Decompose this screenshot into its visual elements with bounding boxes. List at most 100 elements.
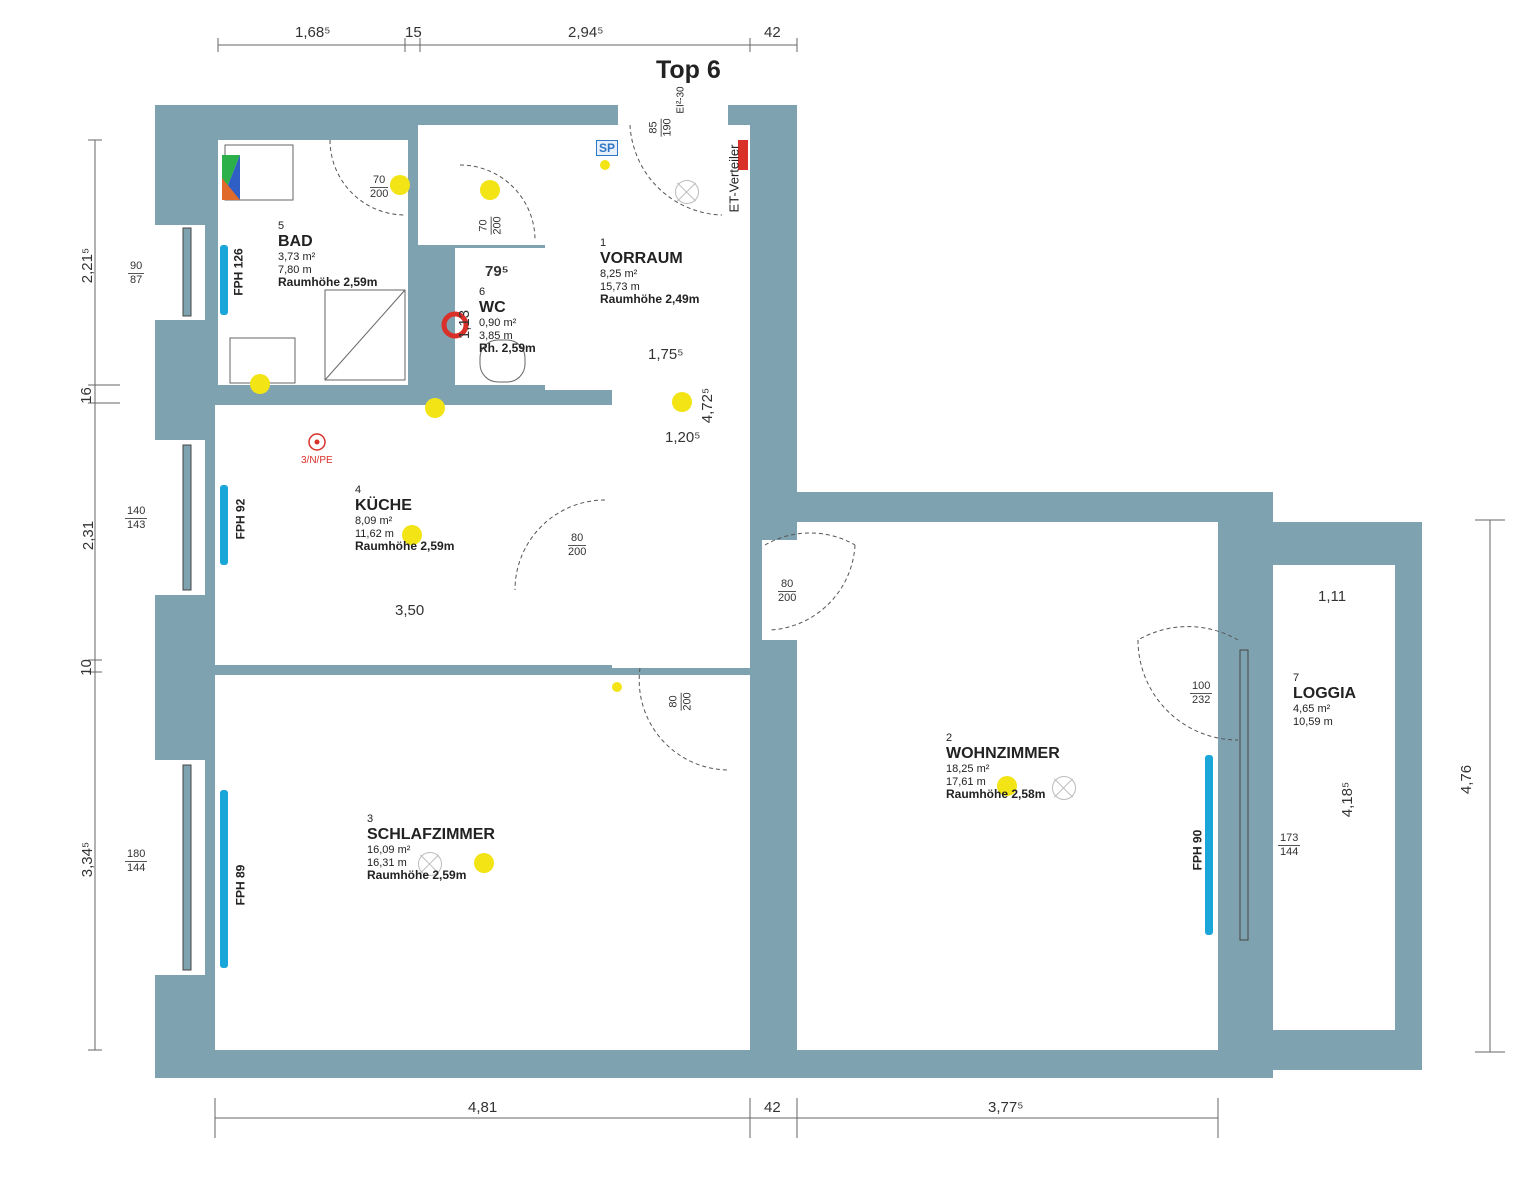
wall-light-icon xyxy=(600,160,610,170)
door-height: 200 xyxy=(778,592,797,604)
windows xyxy=(182,227,1249,971)
room-area: 3,73 m² xyxy=(278,251,316,264)
ceiling-light-icon xyxy=(474,853,494,873)
room-interiors xyxy=(155,105,1395,1050)
ceiling-light-icon xyxy=(672,392,692,412)
ceiling-light-icon xyxy=(997,776,1017,796)
room-perimeter: 7,80 m xyxy=(278,263,312,276)
window-height: 144 xyxy=(127,862,146,874)
ceiling-light-icon xyxy=(402,525,422,545)
wall-light-icon xyxy=(612,682,622,692)
door-width: 80 xyxy=(667,692,682,711)
room-number: 2 xyxy=(946,732,953,744)
room-perimeter: 11,62 m xyxy=(355,527,394,540)
window-width: 90 xyxy=(128,260,145,274)
light-fixture-icon xyxy=(675,180,699,204)
room-wc: 6 WC 0,90 m² 3,85 m Rh. 2,59m xyxy=(479,286,536,356)
room-perimeter: 10,59 m xyxy=(1293,715,1333,728)
dim-top-4: 42 xyxy=(764,24,781,41)
room-schlafzimmer: 3 SCHLAFZIMMER 16,09 m² 16,31 m Raumhöhe… xyxy=(367,813,495,883)
dim-left-1: 2,21⁵ xyxy=(79,247,97,284)
room-number: 7 xyxy=(1293,672,1300,684)
room-height: Raumhöhe 2,59m xyxy=(355,539,455,554)
room-name: SCHLAFZIMMER xyxy=(367,825,495,843)
light-fixture-icon xyxy=(1052,776,1076,800)
dim-left-4: 10 xyxy=(77,659,95,676)
room-name: WC xyxy=(479,298,506,316)
fph-kueche-label: FPH 92 xyxy=(233,498,248,540)
dim-loggia-depth: 4,18⁵ xyxy=(1339,781,1357,818)
room-bad: 5 BAD 3,73 m² 7,80 m Raumhöhe 2,59m xyxy=(278,220,377,290)
room-kueche: 4 KÜCHE 8,09 m² 11,62 m Raumhöhe 2,59m xyxy=(355,484,454,554)
door-width: 80 xyxy=(778,578,797,592)
dim-wc-length: 1,13 xyxy=(456,309,474,340)
room-number: 4 xyxy=(355,484,362,496)
dim-right-outer: 4,76 xyxy=(1458,764,1476,795)
room-number: 6 xyxy=(479,286,486,298)
dim-corridor-width: 1,20⁵ xyxy=(665,429,701,446)
fixtures xyxy=(224,144,526,384)
room-perimeter: 3,85 m xyxy=(479,329,513,342)
fph-bad-label: FPH 126 xyxy=(231,248,246,296)
room-wohnzimmer: 2 WOHNZIMMER 18,25 m² 17,61 m Raumhöhe 2… xyxy=(946,732,1060,802)
floor-heater-schlafzimmer xyxy=(220,790,228,968)
et-verteiler-label: ET-Verteiler xyxy=(726,144,742,213)
door-rating: EI²-30 xyxy=(675,86,687,114)
sp-label: SP xyxy=(596,140,619,156)
room-number: 1 xyxy=(600,237,607,249)
room-perimeter: 17,61 m xyxy=(946,775,986,788)
room-area: 0,90 m² xyxy=(479,317,517,330)
room-area: 8,09 m² xyxy=(355,515,393,528)
door-width: 85 xyxy=(647,118,662,137)
floor-heater-kueche xyxy=(220,485,228,565)
ceiling-light-icon xyxy=(250,374,270,394)
room-name: LOGGIA xyxy=(1293,684,1357,702)
window-height: 143 xyxy=(127,519,146,531)
dim-loggia-width: 1,11 xyxy=(1318,588,1347,605)
window-width: 140 xyxy=(125,505,148,519)
dim-left-2: 16 xyxy=(77,387,95,404)
room-height: Raumhöhe 2,59m xyxy=(278,275,378,290)
utility-box-icon xyxy=(222,155,240,200)
room-name: KÜCHE xyxy=(355,496,412,514)
door-width: 70 xyxy=(477,216,492,235)
ceiling-light-icon xyxy=(480,180,500,200)
room-height: Raumhöhe 2,59m xyxy=(367,868,467,883)
window-width: 173 xyxy=(1278,832,1301,846)
floor-heater-wohnzimmer xyxy=(1205,755,1213,935)
ceiling-light-icon xyxy=(390,175,410,195)
room-number: 3 xyxy=(367,813,374,825)
door-height: 200 xyxy=(491,216,504,235)
window-height: 144 xyxy=(1280,846,1299,858)
room-area: 8,25 m² xyxy=(600,268,638,281)
room-name: WOHNZIMMER xyxy=(946,744,1060,762)
dim-wc-width: 79⁵ xyxy=(485,263,509,280)
door-height: 200 xyxy=(681,692,694,711)
dim-top-3: 2,94⁵ xyxy=(568,24,604,41)
room-height: Raumhöhe 2,58m xyxy=(946,787,1046,802)
shaft-icon xyxy=(441,311,469,339)
room-area: 18,25 m² xyxy=(946,763,990,776)
door-width: 70 xyxy=(370,174,389,188)
room-perimeter: 16,31 m xyxy=(367,856,407,869)
door-height: 232 xyxy=(1192,694,1211,706)
floor-heater-bad xyxy=(220,245,228,315)
fph-wohn-label: FPH 90 xyxy=(1190,829,1205,871)
door-height: 200 xyxy=(370,188,389,200)
room-height: Rh. 2,59m xyxy=(479,341,536,356)
window-width: 180 xyxy=(125,848,148,862)
light-fixture-icon xyxy=(418,852,442,876)
dim-bottom-3: 3,77⁵ xyxy=(988,1099,1024,1116)
door-height: 190 xyxy=(661,118,674,137)
